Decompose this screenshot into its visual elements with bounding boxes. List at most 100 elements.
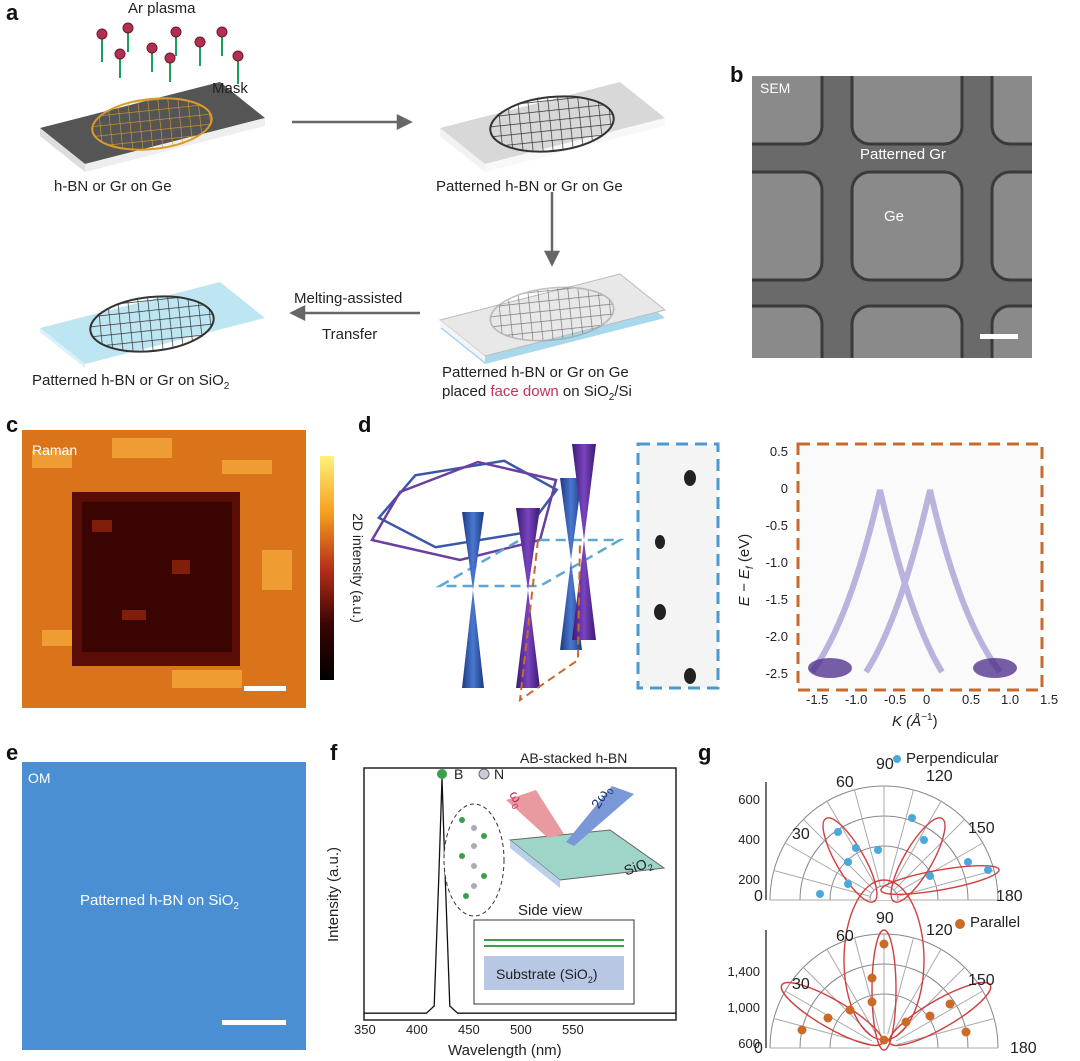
panel-label-a: a (6, 0, 19, 25)
polar-spoke (895, 990, 983, 1042)
arpes-xtick: -1.0 (845, 692, 868, 707)
arpes-xtick: 0 (923, 692, 931, 707)
arpes-xlabel: K (Å−1) (892, 712, 938, 730)
sem-label: SEM (760, 80, 791, 96)
polar-radius-bottom: 1,000 (727, 1000, 760, 1015)
mask-label: Mask (212, 80, 248, 97)
sem-image (752, 76, 1032, 358)
polar-angle-top: 180 (996, 888, 1023, 905)
polar-angle-bottom: 120 (926, 922, 953, 939)
polar-spoke (803, 967, 875, 1039)
arpes-xtick: 1.0 (1001, 692, 1020, 707)
shg-xtick: 350 (354, 1022, 376, 1037)
step3-label-line2: placed face down on SiO2/Si (442, 383, 632, 403)
polar-radius-top: 200 (738, 872, 760, 887)
polar-angle-top: 30 (792, 826, 810, 843)
substrate-label: Substrate (SiO2) (496, 966, 598, 985)
arpes-xtick: -1.5 (806, 692, 829, 707)
step2-label: Patterned h-BN or Gr on Ge (436, 178, 623, 195)
melting-label: Melting-assisted (294, 290, 403, 307)
raman-colorbar (320, 456, 334, 680)
two-omega-label: 2ω0 (587, 786, 616, 811)
arpes-ytick: 0.5 (769, 444, 788, 459)
polar-spoke (893, 819, 965, 891)
polar-spoke (887, 789, 914, 887)
panel-label-e: e (6, 740, 19, 765)
raman-map (22, 430, 306, 708)
arpes-ytick: 0 (780, 481, 788, 496)
polar-spoke (785, 842, 873, 894)
polar-spoke (854, 789, 881, 887)
polar-angle-top: 150 (968, 820, 995, 837)
om-caption: Patterned h-BN on SiO2 (80, 892, 239, 912)
raman-scale-bar (244, 686, 286, 691)
polar-angle-bottom: 30 (792, 976, 810, 993)
polar-angle-top: 120 (926, 768, 953, 785)
boron-legend: B (454, 766, 464, 782)
polar-spoke (890, 801, 942, 889)
polar-angle-bottom: 90 (876, 910, 894, 927)
polar-spoke (893, 967, 965, 1039)
shg-xtick: 450 (458, 1022, 480, 1037)
step1-label: h-BN or Gr on Ge (54, 178, 172, 195)
slab-patterned (440, 82, 665, 172)
step3-label-line1: Patterned h-BN or Gr on Ge (442, 364, 629, 381)
transfer-label: Transfer (322, 326, 378, 343)
polar-angle-bottom: 180 (1010, 1040, 1037, 1057)
polar-spoke (854, 937, 881, 1035)
polar-spoke (826, 801, 878, 889)
arpes-ytick: -2.0 (765, 629, 788, 644)
om-scale-bar (222, 1020, 286, 1025)
arpes-xtick: 1.5 (1040, 692, 1059, 707)
polar-radius-bottom: 600 (738, 1036, 760, 1051)
sem-scale-bar (980, 334, 1018, 339)
om-label: OM (28, 770, 51, 786)
raman-colorbar-label: 2D intensity (a.u.) (350, 513, 366, 623)
omega-label: ω0 (506, 787, 526, 812)
slab-unpatterned (40, 82, 265, 172)
ar-plasma-particles (96, 22, 244, 84)
shg-xlabel: Wavelength (nm) (448, 1042, 562, 1059)
shg-xtick: 400 (406, 1022, 428, 1037)
polar-spoke (826, 949, 878, 1037)
sio2-label: SiO2 (621, 855, 655, 879)
shg-title: AB-stacked h-BN (520, 750, 628, 766)
polar-spoke (785, 990, 873, 1042)
shg-xtick: 550 (562, 1022, 584, 1037)
polar-radius-top: 400 (738, 832, 760, 847)
panel-label-f: f (330, 740, 338, 765)
om-image (22, 762, 306, 1050)
polar-spoke (890, 949, 942, 1037)
panel-label-c: c (6, 412, 19, 437)
slab-on-sio2 (40, 282, 265, 368)
polar-spoke (773, 870, 871, 897)
polar-spoke (895, 842, 983, 894)
panel-a-diagram (40, 22, 667, 368)
polar-spoke (887, 937, 914, 1035)
polar-spoke (803, 819, 875, 891)
polar-radius-bottom: 1,400 (727, 964, 760, 979)
polar-spoke (897, 870, 995, 897)
arpes-ytick: -1.5 (765, 592, 788, 607)
process-arrows (289, 113, 561, 322)
polar-angle-top: 90 (876, 756, 894, 773)
parallel-legend: Parallel (970, 914, 1021, 931)
polar-spoke (773, 1018, 871, 1045)
polar-spoke (897, 1018, 995, 1045)
polar-angle-top: 60 (836, 774, 854, 791)
patterned-gr-label: Patterned Gr (860, 146, 946, 163)
arpes-xtick: 0.5 (962, 692, 981, 707)
panel-label-g: g (698, 740, 712, 765)
polar-angle-top: 0 (754, 888, 763, 905)
ar-plasma-label: Ar plasma (128, 0, 196, 17)
shg-xtick: 500 (510, 1022, 532, 1037)
nitrogen-legend: N (494, 766, 505, 782)
panel-label-b: b (730, 62, 744, 87)
polar-angle-bottom: 0 (754, 1040, 763, 1057)
perpendicular-legend: Perpendicular (906, 750, 999, 767)
step4-label: Patterned h-BN or Gr on SiO2 (32, 372, 230, 392)
polar-radius-top: 600 (738, 792, 760, 807)
shg-ylabel: Intensity (a.u.) (325, 846, 343, 943)
ge-label: Ge (884, 208, 905, 225)
arpes-xtick: -0.5 (884, 692, 907, 707)
